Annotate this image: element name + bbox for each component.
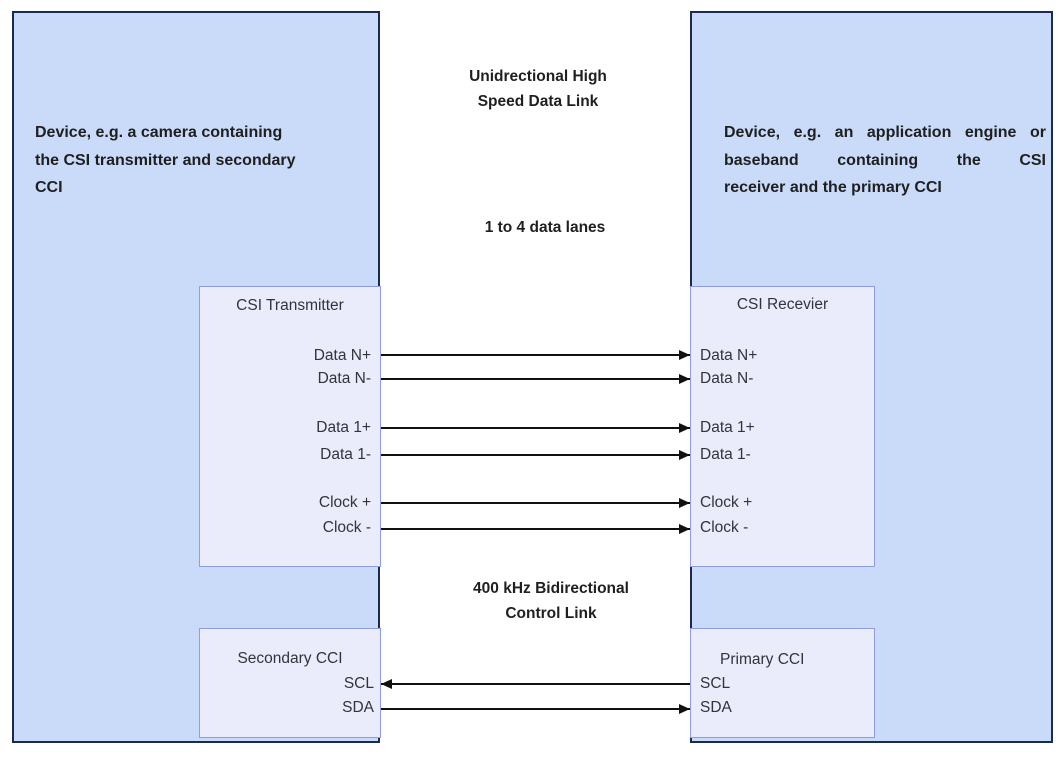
secondary-cci-sda-label: SDA: [342, 699, 374, 716]
primary-cci-title: Primary CCI: [720, 651, 805, 668]
arrowhead-right-icon: [679, 374, 690, 384]
primary-cci-sda-label: SDA: [700, 699, 732, 716]
tx-port-label-data-n-minus: Data N-: [317, 370, 371, 387]
camera-device-description: Device, e.g. a camera containing the CSI…: [35, 119, 340, 202]
secondary-cci-box: [199, 628, 381, 738]
arrowhead-right-icon: [679, 450, 690, 460]
tx-port-label-clock-minus: Clock -: [322, 519, 371, 536]
camera-description-line: the CSI transmitter and secondary: [35, 151, 296, 169]
rx-port-label-data-n-plus: Data N+: [700, 347, 758, 364]
csi-transmitter-title: CSI Transmitter: [236, 297, 344, 314]
rx-port-label-data-1-minus: Data 1-: [700, 446, 751, 463]
primary-cci-box: [690, 628, 875, 738]
csi-receiver-title: CSI Recevier: [736, 296, 829, 313]
rx-port-label-data-1-plus: Data 1+: [700, 419, 755, 436]
data-n-minus-wire: [381, 378, 690, 380]
data-1-minus-wire: [381, 454, 690, 456]
high-speed-data-link-label: Unidrectional High Speed Data Link: [469, 68, 607, 110]
arrowhead-right-icon: [679, 498, 690, 508]
tx-port-label-data-1-plus: Data 1+: [316, 419, 371, 436]
application-engine-description: Device, e.g. an application engine or ba…: [724, 119, 1046, 202]
csi-transmitter-box: [199, 286, 381, 567]
camera-description-line: CCI: [35, 179, 63, 196]
csi-receiver-box: [690, 286, 875, 567]
engine-description-line: Device, e.g. an application engine or: [724, 124, 1046, 141]
data-n-plus-wire: [381, 354, 690, 356]
arrowhead-right-icon: [679, 350, 690, 360]
clock-minus-wire: [381, 528, 690, 530]
scl-wire: [381, 683, 690, 685]
engine-description-line: receiver and the primary CCI: [724, 179, 942, 196]
data-1-plus-wire: [381, 427, 690, 429]
rx-port-label-clock-plus: Clock +: [700, 494, 753, 511]
clock-plus-wire: [381, 502, 690, 504]
control-link-label: 400 kHz Bidirectional Control Link: [473, 580, 629, 622]
tx-port-label-clock-plus: Clock +: [318, 494, 371, 511]
arrowhead-right-icon: [679, 704, 690, 714]
arrowhead-right-icon: [679, 423, 690, 433]
engine-description-line: baseband containing the CSI: [724, 151, 1046, 169]
tx-port-label-data-1-minus: Data 1-: [320, 446, 371, 463]
camera-description-line: Device, e.g. a camera containing: [35, 124, 283, 141]
tx-port-label-data-n-plus: Data N+: [313, 347, 371, 364]
rx-port-label-clock-minus: Clock -: [700, 519, 749, 536]
secondary-cci-title: Secondary CCI: [237, 650, 343, 667]
arrowhead-left-icon: [381, 679, 392, 689]
arrowhead-right-icon: [679, 524, 690, 534]
data-lanes-label: 1 to 4 data lanes: [484, 219, 606, 236]
rx-port-label-data-n-minus: Data N-: [700, 370, 754, 387]
secondary-cci-scl-label: SCL: [343, 675, 374, 692]
primary-cci-scl-label: SCL: [700, 675, 731, 692]
sda-wire: [381, 708, 690, 710]
